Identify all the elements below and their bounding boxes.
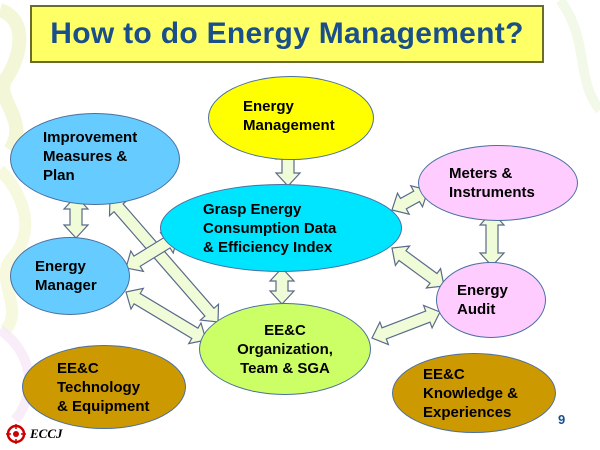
node-meters-instruments-label: Meters & Instruments: [449, 165, 535, 201]
page-number: 9: [558, 412, 566, 427]
eccj-logo-icon: [6, 424, 26, 444]
node-energy-audit: Energy Audit: [436, 262, 546, 338]
node-energy-manager: Energy Manager: [10, 237, 130, 315]
node-meters-instruments: Meters & Instruments: [418, 145, 578, 221]
node-improvement-measures-label: Improvement Measures & Plan: [43, 128, 138, 184]
node-improvement-measures: Improvement Measures & Plan: [10, 113, 180, 205]
node-energy-manager-label: Energy Manager: [35, 258, 97, 294]
node-eec-technology-label: EE&C Technology & Equipment: [57, 359, 150, 415]
slide-title: How to do Energy Management?: [50, 17, 524, 50]
title-box: How to do Energy Management?: [30, 5, 544, 63]
node-energy-management: Energy Management: [208, 76, 374, 160]
node-grasp-energy-data-label: Grasp Energy Consumption Data & Efficien…: [203, 200, 337, 256]
arrow-grasp-to-org: [268, 267, 296, 305]
node-eec-technology: EE&C Technology & Equipment: [22, 345, 186, 429]
node-grasp-energy-data: Grasp Energy Consumption Data & Efficien…: [160, 184, 402, 272]
node-eec-knowledge-label: EE&C Knowledge & Experiences: [423, 365, 519, 421]
eccj-logo-text: ECCJ: [30, 426, 63, 441]
node-eec-organization-label: EE&C Organization, Team & SGA: [237, 321, 333, 377]
node-eec-organization: EE&C Organization, Team & SGA: [199, 303, 371, 395]
arrow-audit-to-org: [371, 304, 441, 346]
arrow-grasp-to-audit: [391, 245, 445, 289]
node-energy-management-label: Energy Management: [243, 98, 335, 134]
node-energy-audit-label: Energy Audit: [457, 282, 508, 318]
eccj-logo: ECCJ: [6, 424, 63, 444]
node-eec-knowledge: EE&C Knowledge & Experiences: [392, 353, 556, 433]
